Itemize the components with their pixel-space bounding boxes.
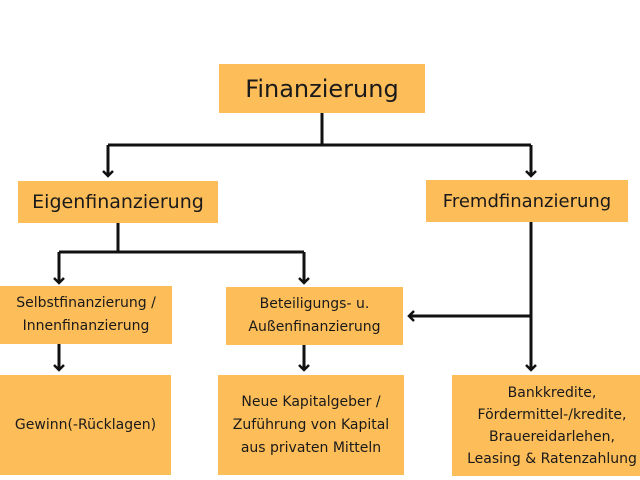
node-label: Finanzierung — [245, 74, 399, 103]
node-label: aus privaten Mitteln — [240, 439, 382, 456]
node-label: Innenfinanzierung — [22, 318, 150, 334]
node-finanzierung: Finanzierung — [219, 64, 425, 113]
node-label: Fremdfinanzierung — [442, 190, 612, 212]
node-label: Bankkredite, — [507, 384, 597, 401]
node-eigenfinanzierung: Eigenfinanzierung — [18, 181, 218, 223]
node-selbstfinanzierung: Selbstfinanzierung / Innenfinanzierung — [0, 286, 172, 344]
node-bankkredite: Bankkredite, Fördermittel-/kredite, Brau… — [452, 375, 640, 476]
node-label: Eigenfinanzierung — [32, 191, 204, 213]
node-label: Beteiligungs- u. — [259, 296, 370, 312]
node-label: Gewinn(-Rücklagen) — [14, 416, 157, 433]
node-label: Fördermittel-/kredite, — [477, 406, 627, 423]
node-label: Selbstfinanzierung / — [16, 295, 156, 311]
node-gewinn: Gewinn(-Rücklagen) — [0, 375, 171, 475]
node-fremdfinanzierung: Fremdfinanzierung — [426, 180, 628, 222]
node-label: Leasing & Ratenzahlung — [467, 450, 637, 467]
node-label: Neue Kapitalgeber / — [241, 393, 381, 410]
node-label: Außenfinanzierung — [248, 319, 381, 335]
node-neue-kapitalgeber: Neue Kapitalgeber / Zuführung von Kapita… — [218, 375, 404, 475]
node-label: Brauereidarlehen, — [489, 428, 615, 445]
node-label: Zuführung von Kapital — [232, 416, 390, 433]
node-beteiligungsfinanzierung: Beteiligungs- u. Außenfinanzierung — [226, 287, 403, 345]
